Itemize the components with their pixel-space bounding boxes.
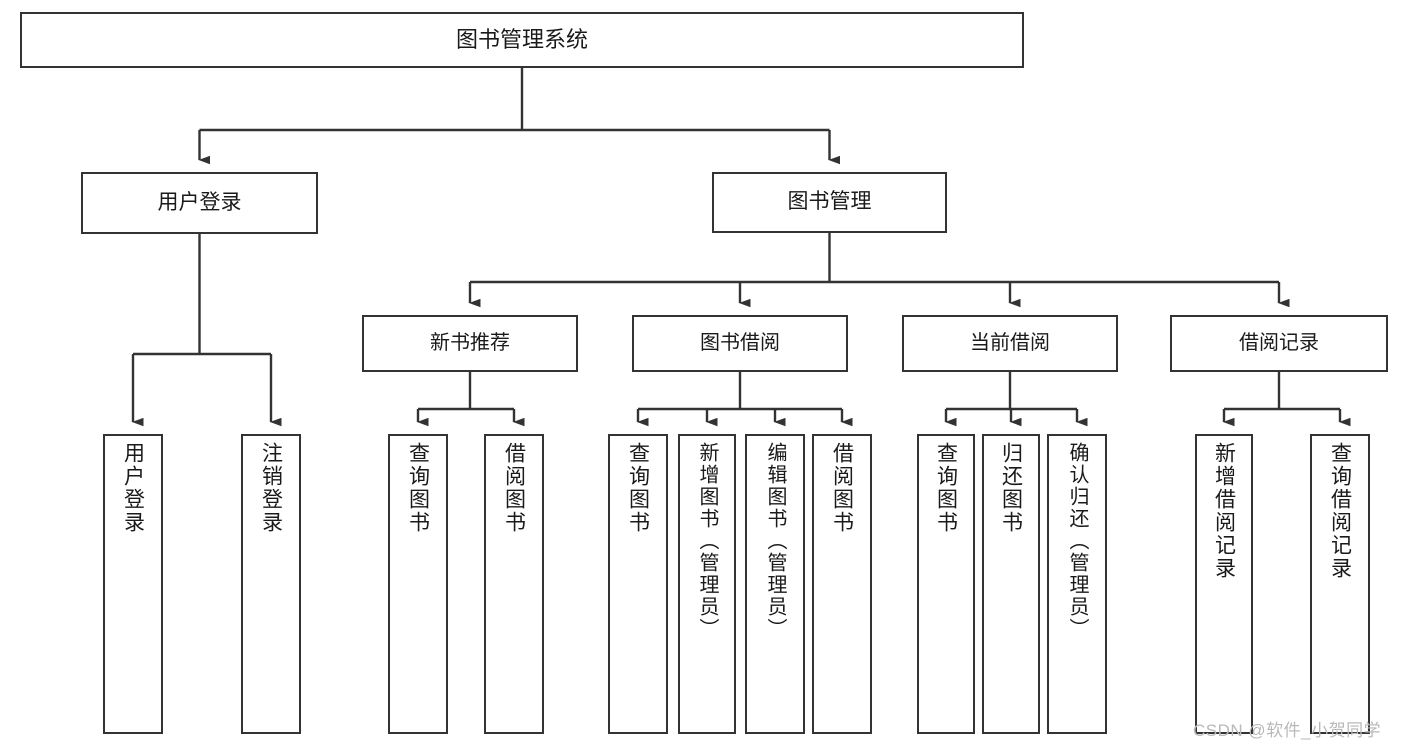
- node-label: 归还图书: [999, 442, 1023, 534]
- node-leaf-user-logout[interactable]: 注销登录: [241, 434, 301, 734]
- node-book-borrow[interactable]: 图书借阅: [632, 315, 848, 372]
- node-label: 图书管理系统: [455, 27, 588, 53]
- node-leaf-borrow-book-1[interactable]: 借阅图书: [484, 434, 544, 734]
- node-label: 用户登录: [157, 190, 242, 214]
- node-label: 注销登录: [259, 442, 283, 534]
- node-leaf-confirm-return[interactable]: 确认归还（管理员）: [1047, 434, 1107, 734]
- node-leaf-add-record[interactable]: 新增借阅记录: [1195, 434, 1253, 734]
- node-leaf-user-login[interactable]: 用户登录: [103, 434, 163, 734]
- node-label: 编辑图书（管理员）: [764, 442, 786, 640]
- node-label: 查询图书: [934, 442, 958, 534]
- node-book-manage[interactable]: 图书管理: [712, 172, 947, 233]
- node-root[interactable]: 图书管理系统: [20, 12, 1024, 68]
- node-label: 借阅图书: [830, 442, 854, 534]
- node-label: 图书管理: [787, 190, 872, 214]
- node-current-borrow[interactable]: 当前借阅: [902, 315, 1118, 372]
- node-label: 用户登录: [121, 442, 145, 534]
- node-leaf-borrow-book-2[interactable]: 借阅图书: [812, 434, 872, 734]
- node-borrow-record[interactable]: 借阅记录: [1170, 315, 1388, 372]
- node-label: 新书推荐: [430, 331, 510, 354]
- node-user-login[interactable]: 用户登录: [81, 172, 318, 234]
- node-leaf-query-book-3[interactable]: 查询图书: [917, 434, 975, 734]
- node-leaf-add-book[interactable]: 新增图书（管理员）: [678, 434, 736, 734]
- node-leaf-return-book[interactable]: 归还图书: [982, 434, 1040, 734]
- node-new-book-rec[interactable]: 新书推荐: [362, 315, 578, 372]
- node-label: 新增借阅记录: [1212, 442, 1236, 580]
- node-label: 新增图书（管理员）: [696, 442, 718, 640]
- node-leaf-query-record[interactable]: 查询借阅记录: [1310, 434, 1370, 734]
- node-label: 查询借阅记录: [1328, 442, 1352, 580]
- node-leaf-edit-book[interactable]: 编辑图书（管理员）: [745, 434, 805, 734]
- node-label: 当前借阅: [970, 331, 1050, 354]
- csdn-watermark: CSDN @软件_小贺同学: [1193, 721, 1382, 740]
- node-label: 图书借阅: [700, 331, 780, 354]
- node-label: 查询图书: [626, 442, 650, 534]
- node-label: 借阅图书: [502, 442, 526, 534]
- node-leaf-query-book-2[interactable]: 查询图书: [608, 434, 668, 734]
- node-label: 查询图书: [406, 442, 430, 534]
- node-label: 借阅记录: [1239, 331, 1319, 354]
- node-leaf-query-book-1[interactable]: 查询图书: [388, 434, 448, 734]
- node-label: 确认归还（管理员）: [1066, 442, 1088, 640]
